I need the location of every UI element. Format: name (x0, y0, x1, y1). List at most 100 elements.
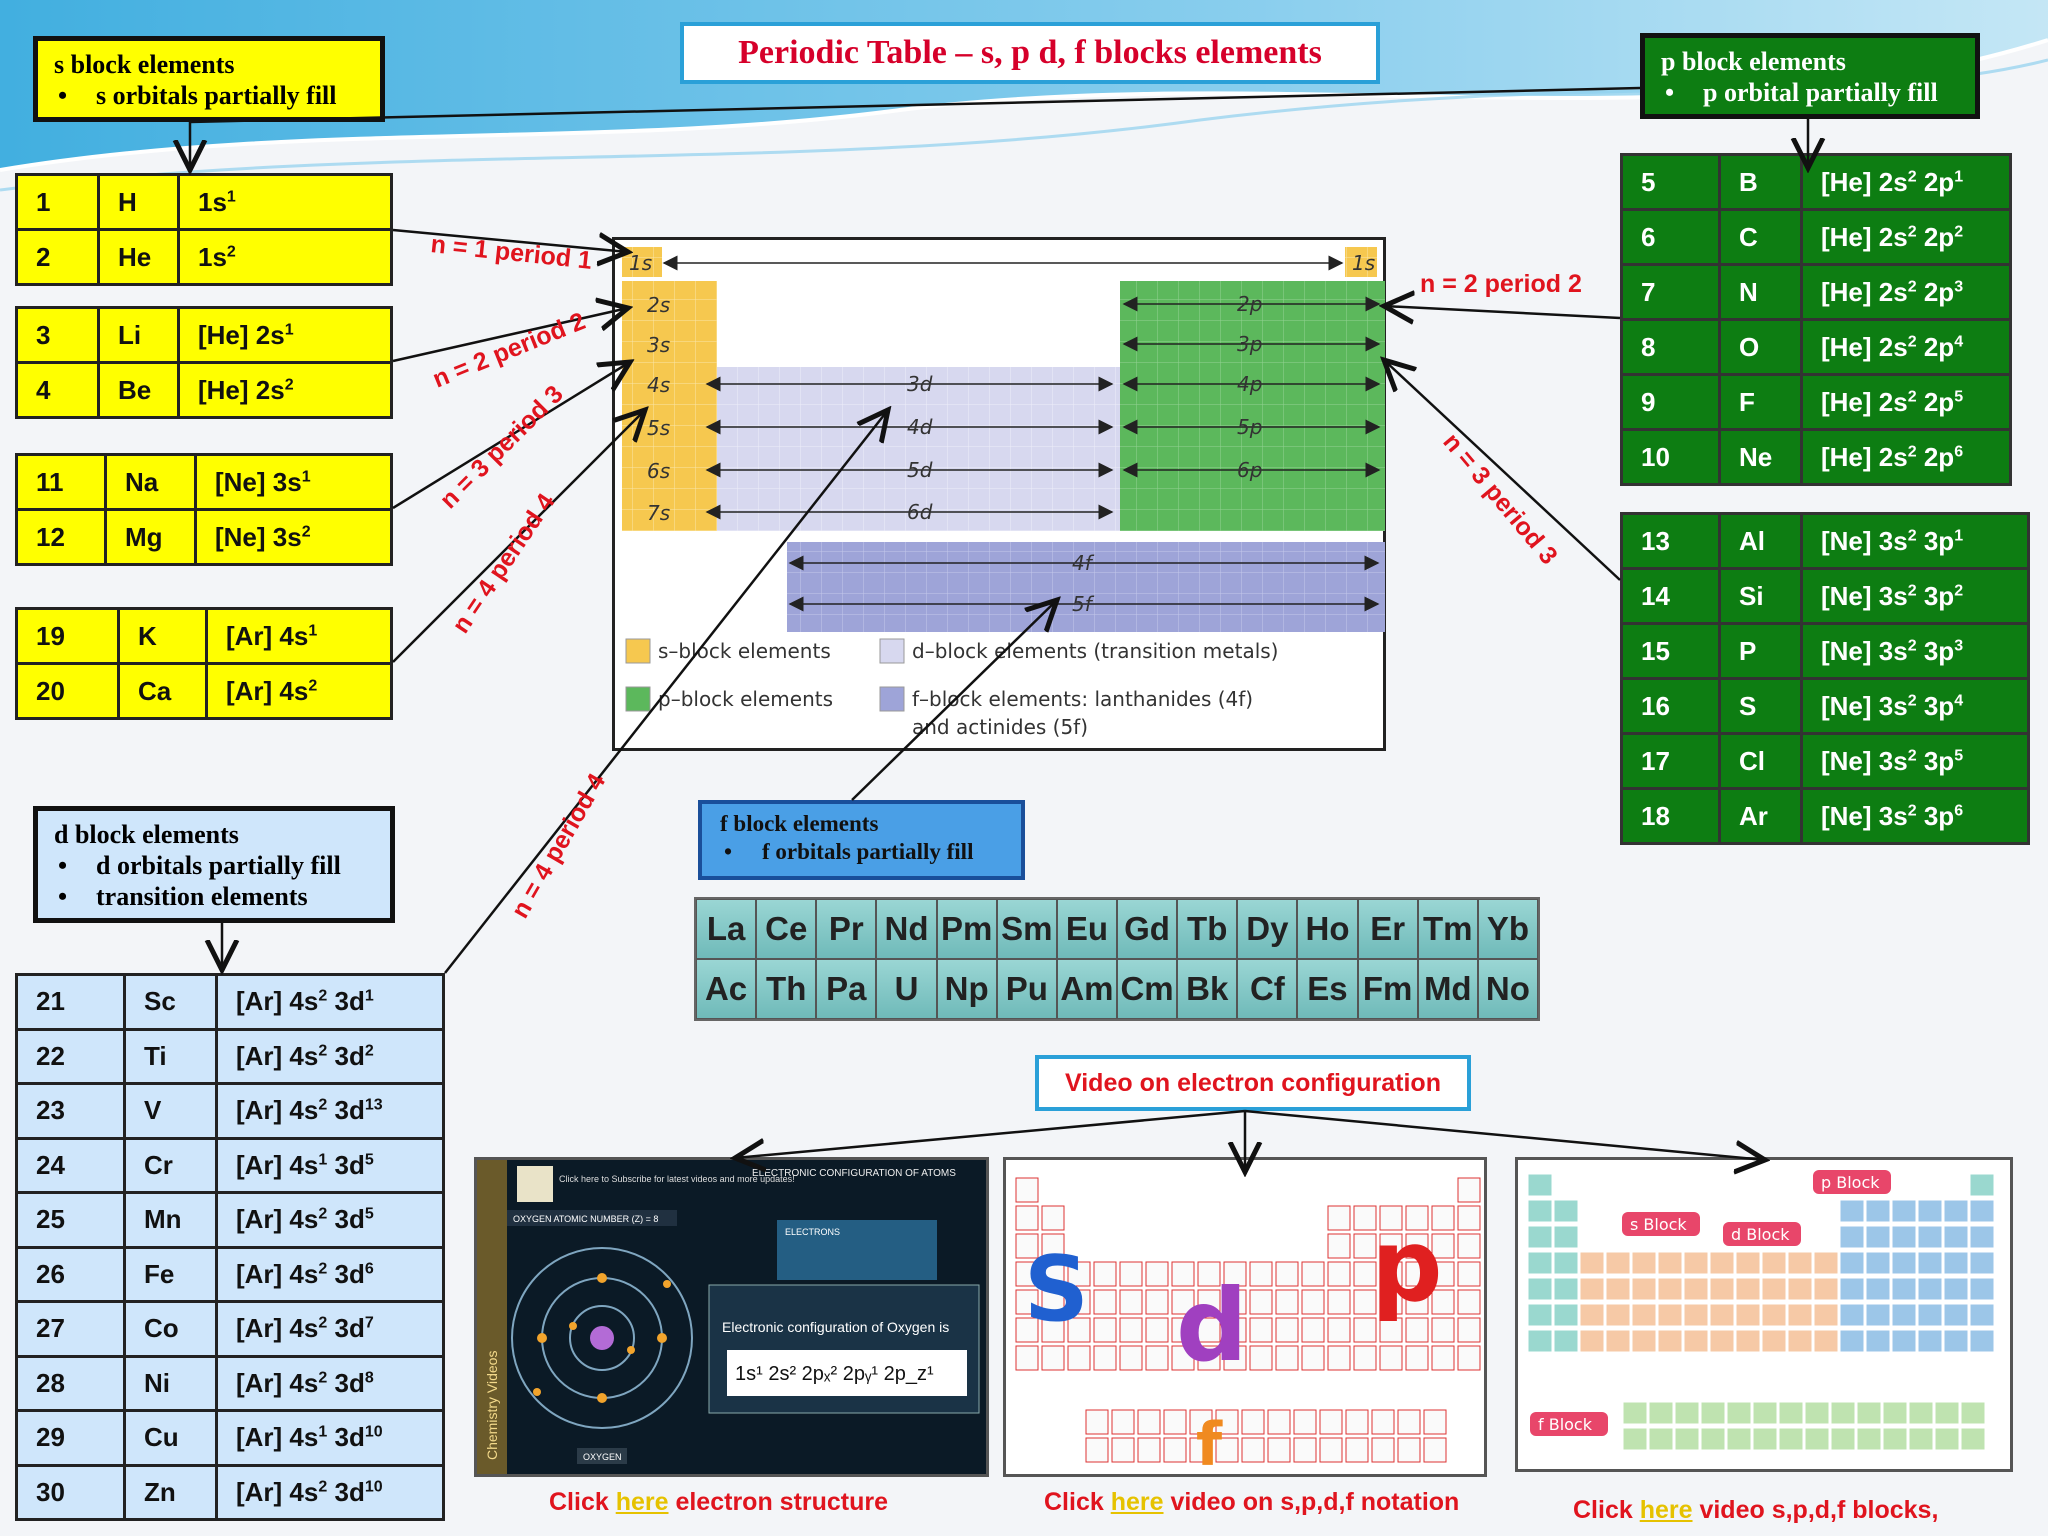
mini-table-cell (1969, 1329, 1995, 1353)
mini-table-cell (1353, 1345, 1377, 1371)
atomic-number: 7 (1620, 263, 1721, 321)
mini-table-cell (1527, 1303, 1553, 1327)
mini-table-cell (1379, 1317, 1403, 1343)
video-link-spdf-notation[interactable]: Click here video on s,p,d,f notation (1044, 1488, 1460, 1516)
mini-table-cell (1171, 1261, 1195, 1287)
electron-config: [Ne] 3s2 3p5 (1800, 732, 2030, 790)
mini-table-cell (1379, 1205, 1403, 1231)
mini-table-cell (1839, 1329, 1865, 1353)
mini-table-cell (1119, 1289, 1143, 1315)
mini-table-cell (1787, 1303, 1813, 1327)
mini-table-cell (1405, 1317, 1429, 1343)
mini-table-cell (1527, 1199, 1553, 1223)
here-link[interactable]: here (1639, 1496, 1693, 1524)
mini-table-cell (1527, 1251, 1553, 1275)
mini-table-cell (1085, 1437, 1109, 1463)
connector-line (392, 308, 628, 363)
mini-table-cell (1735, 1251, 1761, 1275)
video-thumbnail-electron-structure[interactable]: Chemistry Videos Click here to Subscribe… (474, 1157, 989, 1477)
element-symbol: C (1718, 208, 1803, 266)
orbital-label: 4s (647, 373, 670, 397)
electron-config: [He] 2s2 2p1 (1800, 153, 2012, 211)
legend-s-swatch (625, 638, 651, 664)
mini-table-cell (1015, 1317, 1039, 1343)
thumb-f-block-label: f Block (1538, 1415, 1593, 1434)
element-symbol: Mg (104, 508, 197, 566)
video-thumbnail-spdf-blocks[interactable]: p Block s Block d Block f Block (1515, 1157, 2013, 1472)
mini-table-cell (1553, 1277, 1579, 1301)
period-label: n = 2 period 2 (429, 307, 590, 394)
s-block-bullet: s orbitals partially fill (58, 80, 364, 111)
electron-config: [Ar] 4s2 3d6 (215, 1245, 445, 1303)
mini-table-cell (1553, 1199, 1579, 1223)
connector-line (392, 410, 645, 663)
mini-table-cell (1865, 1225, 1891, 1249)
mini-table-cell (1405, 1289, 1429, 1315)
atomic-number: 13 (1620, 512, 1721, 570)
p-block-region (1120, 281, 1385, 531)
element-symbol: Co (123, 1300, 218, 1358)
mini-table-cell (1605, 1329, 1631, 1353)
video-link-spdf-blocks[interactable]: Click here video s,p,d,f blocks, (1573, 1496, 1939, 1524)
mini-table-cell (1969, 1225, 1995, 1249)
mini-table-cell (1804, 1401, 1830, 1425)
atomic-number: 1 (15, 173, 100, 231)
mini-table-cell (1223, 1261, 1247, 1287)
mini-table-cell (1752, 1401, 1778, 1425)
actinide-cell: Cf (1237, 959, 1298, 1019)
mini-table-cell (1891, 1199, 1917, 1223)
mini-table-cell (1683, 1303, 1709, 1327)
mini-table-cell (1345, 1437, 1369, 1463)
orbital-label: 7s (647, 501, 670, 525)
mini-table-cell (1093, 1317, 1117, 1343)
orbital-label: 3p (1237, 332, 1262, 356)
element-symbol: Sc (123, 973, 218, 1031)
mini-table-cell (1145, 1261, 1169, 1287)
legend-d-swatch (879, 638, 905, 664)
mini-table-cell (1371, 1437, 1395, 1463)
mini-table-cell (1527, 1225, 1553, 1249)
mini-table-cell (1015, 1261, 1039, 1287)
mini-table-cell (1015, 1177, 1039, 1203)
electron-config: [Ar] 4s2 3d13 (215, 1082, 445, 1140)
mini-table-cell (1327, 1317, 1351, 1343)
mini-table-cell (1787, 1277, 1813, 1301)
legend-p-swatch (625, 686, 651, 712)
mini-table-cell (1119, 1345, 1143, 1371)
electron-config: [He] 2s2 2p5 (1800, 373, 2012, 431)
mini-table-cell (1371, 1409, 1395, 1435)
orbital-label: 5d (907, 458, 933, 482)
here-link[interactable]: here (615, 1488, 669, 1516)
orbital-label: 5p (1237, 415, 1262, 439)
period-label: n = 3 period 3 (434, 380, 568, 514)
electron-config: [He] 2s2 2p4 (1800, 318, 2012, 376)
mini-table-cell (1553, 1225, 1579, 1249)
mini-table-cell (1726, 1401, 1752, 1425)
mini-table-cell (1778, 1427, 1804, 1451)
f-block-heading: f block elements (720, 811, 879, 836)
letter-s-glyph: S (1024, 1237, 1089, 1342)
here-link[interactable]: here (1110, 1488, 1164, 1516)
thumb-title: ELECTRONIC CONFIGURATION OF ATOMS (752, 1168, 956, 1179)
mini-table-cell (1431, 1289, 1455, 1315)
mini-table-cell (1397, 1437, 1421, 1463)
lanthanide-cell: Eu (1056, 899, 1117, 959)
mini-table-cell (1293, 1437, 1317, 1463)
mini-table-cell (1171, 1289, 1195, 1315)
element-symbol: Cu (123, 1409, 218, 1467)
mini-table-cell (1093, 1345, 1117, 1371)
video-thumbnail-spdf-notation[interactable]: S d p f (1003, 1157, 1487, 1477)
atomic-number: 17 (1620, 732, 1721, 790)
video-link-electron-structure[interactable]: Click here electron structure (549, 1488, 889, 1516)
mini-table-cell (1171, 1345, 1195, 1371)
mini-table-cell (1605, 1303, 1631, 1327)
legend-d-text: d–block elements (transition metals) (912, 639, 1278, 663)
element-symbol: Si (1718, 567, 1803, 625)
